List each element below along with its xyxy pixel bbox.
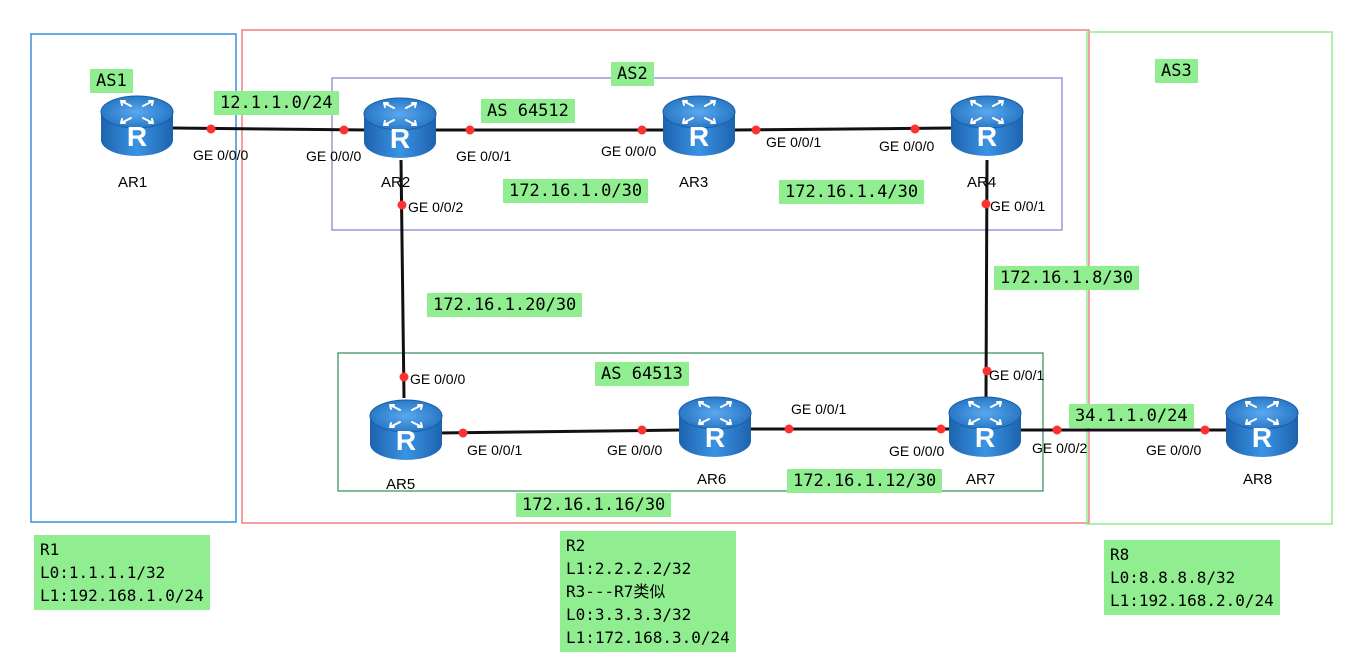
note-line: L0:1.1.1.1/32 <box>40 563 166 582</box>
port-label: GE 0/0/0 <box>306 148 362 164</box>
link-ar2-ar5 <box>399 159 406 399</box>
link-ar4-ar7 <box>984 159 989 399</box>
router-name: AR6 <box>697 471 727 488</box>
router-icon <box>363 97 437 159</box>
as1-label: AS1 <box>90 69 133 93</box>
port-label: GE 0/0/1 <box>456 148 512 164</box>
note-line: L0:8.8.8.8/32 <box>1110 568 1236 587</box>
port-label: GE 0/0/1 <box>990 198 1046 214</box>
port-label: GE 0/0/0 <box>879 138 935 154</box>
as64513-label: AS 64513 <box>595 362 689 386</box>
subnet-label: 172.16.1.0/30 <box>503 179 649 203</box>
router-name: AR4 <box>967 174 997 191</box>
as64512-boundary <box>331 77 1063 231</box>
router-name: AR8 <box>1243 471 1273 488</box>
port-label: GE 0/0/2 <box>408 199 464 215</box>
as3-label: AS3 <box>1155 59 1198 83</box>
port-label: GE 0/0/0 <box>607 442 663 458</box>
subnet-label: 172.16.1.8/30 <box>994 266 1140 290</box>
note-line: R3---R7类似 <box>566 582 666 601</box>
note-line: L1:2.2.2.2/32 <box>566 559 692 578</box>
port-label: GE 0/0/1 <box>791 401 847 417</box>
port-label: GE 0/0/0 <box>410 371 466 387</box>
router-name: AR3 <box>679 174 709 191</box>
note-line: L1:192.168.1.0/24 <box>40 586 204 605</box>
note-line: R2 <box>566 536 586 555</box>
router-icon <box>662 95 736 157</box>
router-name: AR5 <box>386 476 416 493</box>
subnet-label: 172.16.1.4/30 <box>779 180 925 204</box>
subnet-label: 172.16.1.12/30 <box>787 469 943 493</box>
port-label: GE 0/0/1 <box>467 442 523 458</box>
router-icon <box>678 396 752 458</box>
router-icon <box>950 95 1024 157</box>
router-name: AR2 <box>381 174 411 191</box>
as64513-boundary <box>337 352 1044 492</box>
port-label: GE 0/0/0 <box>1146 442 1202 458</box>
port-label: GE 0/0/1 <box>989 367 1045 383</box>
note-line: R1 <box>40 540 60 559</box>
router-icon <box>948 396 1022 458</box>
r8-note: R8 L0:8.8.8.8/32 L1:192.168.2.0/24 <box>1104 540 1280 615</box>
as64512-label: AS 64512 <box>481 99 575 123</box>
link-ar1-ar2 <box>171 126 369 132</box>
port-label: GE 0/0/1 <box>766 134 822 150</box>
subnet-label: 172.16.1.20/30 <box>427 293 583 317</box>
subnet-label: 34.1.1.0/24 <box>1069 404 1194 428</box>
router-name: AR1 <box>118 174 148 191</box>
subnet-label: 172.16.1.16/30 <box>516 493 672 517</box>
router-name: AR7 <box>966 471 996 488</box>
port-label: GE 0/0/0 <box>889 443 945 459</box>
note-line: L0:3.3.3.3/32 <box>566 605 692 624</box>
router-icon <box>1225 396 1299 458</box>
router-icon <box>100 95 174 157</box>
r1-note: R1 L0:1.1.1.1/32 L1:192.168.1.0/24 <box>34 535 210 610</box>
note-line: L1:192.168.2.0/24 <box>1110 591 1274 610</box>
r2-note: R2 L1:2.2.2.2/32 R3---R7类似 L0:3.3.3.3/32… <box>560 531 736 652</box>
note-line: L1:172.168.3.0/24 <box>566 628 730 647</box>
as1-boundary <box>30 33 237 523</box>
note-line: R8 <box>1110 545 1130 564</box>
as2-label: AS2 <box>611 62 654 86</box>
port-label: GE 0/0/0 <box>601 143 657 159</box>
router-icon <box>369 399 443 461</box>
subnet-label: 12.1.1.0/24 <box>214 91 339 115</box>
port-label: GE 0/0/2 <box>1032 440 1088 456</box>
port-label: GE 0/0/0 <box>193 147 249 163</box>
